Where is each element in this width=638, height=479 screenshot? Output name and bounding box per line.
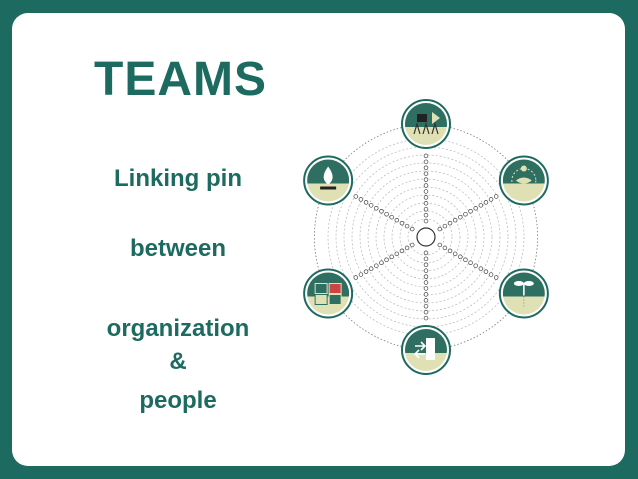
slide-title: TEAMS [94,53,267,106]
handshake-icon [498,155,549,206]
water-drop-icon [303,155,354,206]
center-hub [416,227,436,247]
subtitle-between: between [129,235,227,262]
plant-growth-icon [498,268,549,319]
slide-card [12,13,625,466]
exit-door-icon [401,325,451,375]
subtitle-organization: organization [106,315,250,342]
puzzle-pieces-icon [303,268,354,319]
subtitle-ampersand: & [169,348,187,375]
subtitle-people: people [139,387,217,414]
subtitle-linking-pin: Linking pin [114,165,242,192]
spokes [353,153,499,321]
team-meeting-icon [401,99,451,149]
